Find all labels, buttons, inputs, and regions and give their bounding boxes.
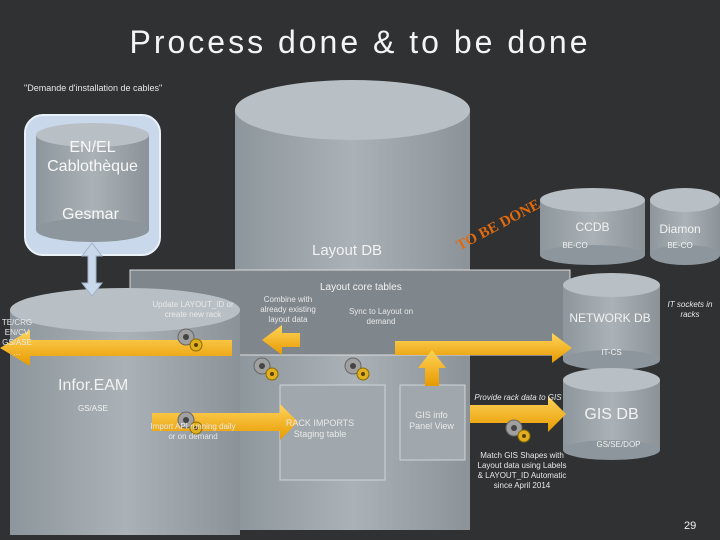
page-number: 29 (684, 520, 697, 532)
arrow-combine (262, 325, 300, 355)
cablotheque-label: EN/EL Cablothèque (47, 139, 138, 175)
page-title: Process done & to be done (129, 24, 591, 60)
sync-label: Sync to Layout on demand (348, 307, 414, 326)
arrow-sync (395, 333, 572, 363)
gis-info-label: GIS info Panel View (409, 410, 454, 431)
gis-db-label: GIS DB (584, 406, 639, 423)
gesmar-label: Gesmar (62, 206, 119, 223)
diamon-label: Diamon (659, 222, 701, 236)
combine-label: Combine with already existing layout dat… (260, 295, 316, 324)
network-db-label: NETWORK DB (569, 311, 651, 325)
infor-eam-cylinder (10, 288, 240, 535)
gear-icon (505, 419, 531, 443)
gis-info-box (399, 384, 466, 461)
gesmar-double-arrow (80, 242, 104, 297)
ccdb-group: BE-CO (562, 241, 588, 250)
arrow-update-layout (0, 330, 232, 366)
network-db-cylinder (563, 273, 660, 370)
arrow-provide-rack (470, 396, 566, 432)
update-layout-label: Update LAYOUT_ID or create new rack (152, 300, 234, 319)
cablotheque-cylinder (36, 123, 149, 242)
ccdb-label: CCDB (575, 220, 610, 234)
rack-imports-label: RACK IMPORTS Staging table (285, 418, 355, 439)
network-db-note: IT sockets in racks (667, 300, 713, 319)
match-gis-label: Match GIS Shapes with Layout data using … (477, 451, 567, 490)
diamon-cylinder (650, 188, 720, 265)
left-clipped-groups: TE/CRG EN/CV GS/ASE … (1, 318, 33, 357)
infor-eam-group: GS/ASE (78, 404, 108, 413)
gis-db-cylinder (563, 368, 660, 460)
rack-imports-box (279, 384, 386, 481)
arrow-gis-info (418, 350, 446, 386)
import-api-label: Import API running daily or on demand (150, 422, 236, 441)
provide-rack-label: Provide rack data to GIS (474, 393, 562, 402)
network-db-group: IT-CS (601, 348, 622, 357)
core-tables-label: Layout core tables (320, 282, 402, 293)
diamon-group: BE-CO (667, 241, 693, 250)
ccdb-cylinder (540, 188, 645, 265)
gis-db-group: GS/SE/DOP (596, 440, 641, 449)
layout-db-label: Layout DB (312, 242, 383, 259)
infor-eam-label: Infor.EAM (58, 377, 129, 394)
page-subtitle: "Demande d'installation de cables" (24, 83, 163, 93)
